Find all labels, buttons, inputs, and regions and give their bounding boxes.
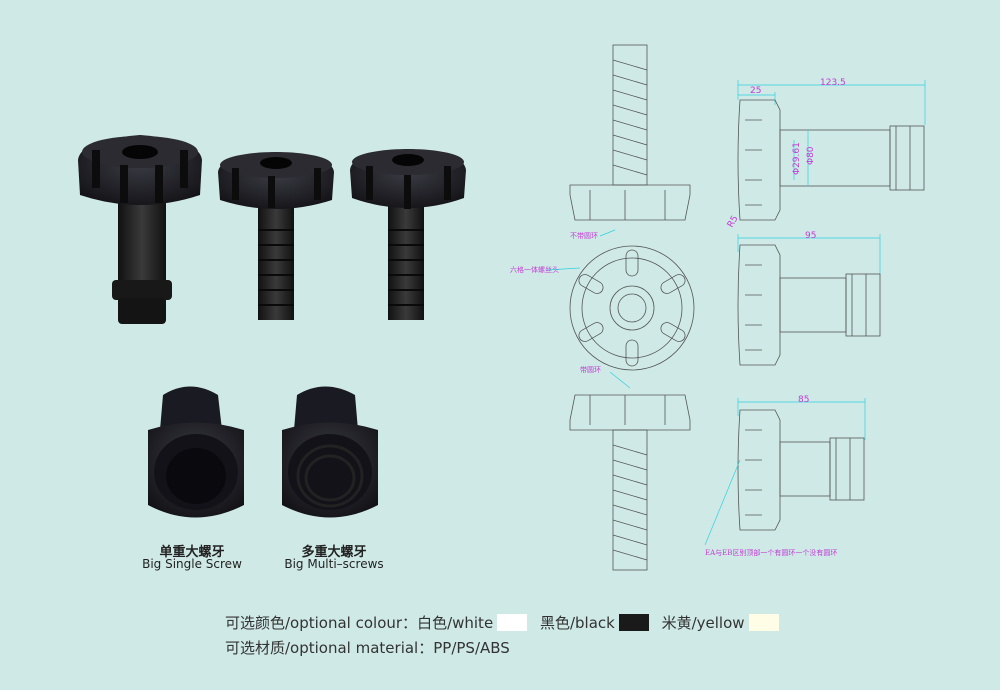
single-screw-nut-photo (148, 386, 244, 518)
colour-option-black: 黑色/black (539, 614, 615, 632)
note-six-slot-head: 六格一体螺丝头 (510, 265, 559, 274)
note-with-ring: 带圆环 (580, 366, 601, 374)
product-photos (78, 135, 466, 518)
vertical-screw-drawing-bottom (569, 394, 691, 571)
dim-phi-29-61: Φ29.61 (792, 142, 802, 175)
screw-photo-3 (350, 149, 466, 320)
dim-25: 25 (750, 86, 761, 96)
screw-head-top-view (569, 245, 695, 371)
material-row: 可选材质/optional material：PP/PS/ABS (225, 637, 510, 658)
white-swatch (497, 614, 528, 631)
side-view-85 (704, 398, 866, 546)
colour-label: 可选颜色/optional colour： (225, 614, 418, 632)
colour-option-white: 白色/white (417, 614, 494, 632)
vertical-screw-drawing-top (569, 44, 691, 221)
screw-photo-2 (218, 152, 334, 320)
multi-screws-title-cn: 多重大螺牙 (301, 545, 367, 560)
multi-screws-title-en: Big Multi–screws (284, 557, 384, 571)
side-view-95 (737, 234, 881, 366)
note-no-ring: 不带圆环 (570, 232, 598, 240)
note-ea-eb-difference: EA与EB区别顶部一个有圆环一个没有圆环 (705, 548, 837, 557)
dim-85: 85 (798, 395, 809, 405)
single-screw-title-en: Big Single Screw (142, 557, 242, 571)
yellow-swatch (748, 614, 779, 631)
material-value: PP/PS/ABS (433, 639, 510, 657)
colour-option-yellow: 米黄/yellow (661, 614, 745, 632)
side-view-123 (737, 80, 926, 221)
dim-phi-80: Φ80 (806, 146, 816, 165)
material-label: 可选材质/optional material： (225, 639, 434, 657)
dim-r5: R5 (726, 214, 741, 229)
colour-options-row: 可选颜色/optional colour：白色/white 黑色/black 米… (225, 612, 787, 633)
screw-photo-1 (78, 135, 202, 324)
dim-95: 95 (805, 231, 816, 241)
multi-screws-nut-photo (282, 386, 378, 518)
dim-123-5: 123.5 (820, 78, 846, 88)
black-swatch (618, 614, 649, 631)
single-screw-title-cn: 单重大螺牙 (159, 545, 225, 560)
technical-drawings: 不带圆环 六格一体螺丝头 带圆环 (510, 44, 926, 571)
